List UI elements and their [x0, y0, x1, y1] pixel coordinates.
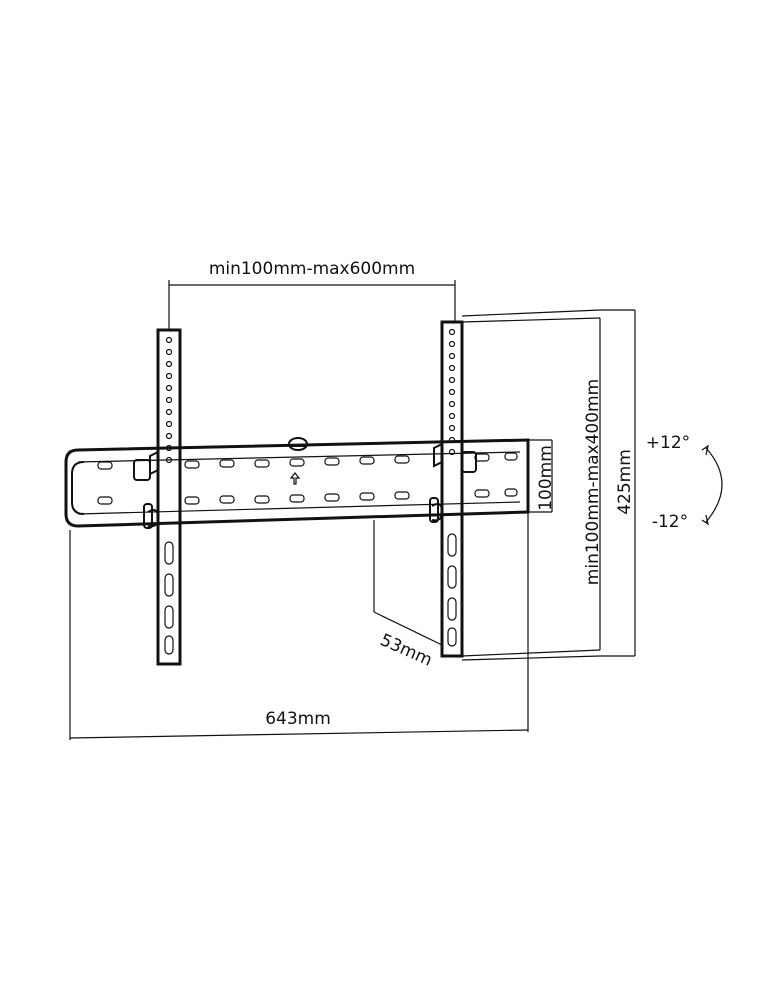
overall-height-label: 425mm — [615, 449, 635, 515]
tilt-arrow-icon — [701, 444, 723, 526]
vesa-height-label: min100mm-max400mm — [583, 379, 603, 585]
overall-width-label: 643mm — [265, 709, 331, 729]
height-dimensions: min100mm-max400mm 425mm — [461, 309, 636, 661]
depth-label: 53mm — [377, 630, 435, 671]
depth-dimension: 53mm — [373, 520, 443, 671]
right-arm-slots — [447, 533, 457, 647]
left-arm-slots — [164, 541, 174, 655]
vesa-width-label: min100mm-max600mm — [209, 259, 415, 279]
up-arrow-icon — [289, 472, 301, 485]
upper-slot-row — [97, 452, 518, 470]
overall-width-dimension: 643mm — [69, 512, 529, 740]
wall-plate — [64, 437, 530, 528]
lower-slot-row — [97, 488, 518, 505]
vesa-width-dimension: min100mm-max600mm — [168, 259, 456, 330]
tilt-down-label: -12° — [652, 512, 688, 532]
tilt-up-label: +12° — [646, 433, 690, 453]
bracket-height-label: 100mm — [536, 445, 556, 511]
left-arm-holes — [165, 336, 173, 464]
right-vertical-arm — [429, 320, 477, 658]
bracket-height-dimension: 100mm — [528, 439, 556, 513]
right-arm-holes — [448, 328, 456, 456]
level-knob — [288, 437, 308, 451]
left-vertical-arm — [133, 328, 182, 666]
